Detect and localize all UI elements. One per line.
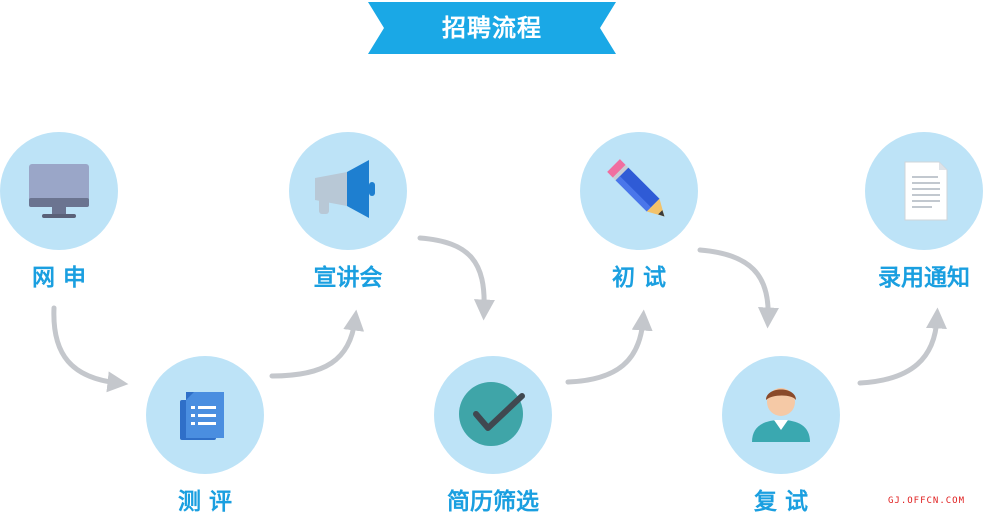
step-label: 宣讲会 bbox=[313, 265, 383, 291]
arrow-seminar-to-screening bbox=[417, 235, 495, 321]
page-title: 招聘流程 bbox=[442, 14, 542, 42]
pencil-icon bbox=[607, 159, 665, 217]
step-first-interview: 初 试 bbox=[580, 132, 698, 291]
step-circle bbox=[146, 356, 264, 474]
step-assessment: 测 评 bbox=[146, 356, 264, 515]
title-banner bbox=[368, 2, 616, 54]
arrow-second-to-offer bbox=[857, 307, 947, 386]
step-circle bbox=[434, 356, 552, 474]
arrow-first-to-second bbox=[697, 247, 779, 329]
step-offer-notice: 录用通知 bbox=[865, 132, 983, 291]
step-circle bbox=[289, 132, 407, 250]
step-circle bbox=[722, 356, 840, 474]
document-icon bbox=[180, 392, 224, 440]
checkmark-icon bbox=[459, 382, 525, 446]
step-resume-screening: 简历筛选 bbox=[434, 356, 552, 515]
megaphone-icon bbox=[315, 160, 375, 218]
step-circle bbox=[0, 132, 118, 250]
step-second-interview: 复 试 bbox=[722, 356, 840, 515]
step-label: 初 试 bbox=[611, 265, 666, 291]
person-icon bbox=[752, 388, 810, 442]
step-label: 网 申 bbox=[31, 265, 86, 291]
arrow-apply-to-assessment bbox=[51, 305, 129, 393]
step-circle bbox=[580, 132, 698, 250]
step-seminar: 宣讲会 bbox=[289, 132, 407, 291]
monitor-icon bbox=[29, 164, 89, 218]
arrow-assessment-to-seminar bbox=[269, 309, 365, 379]
step-online-apply: 网 申 bbox=[0, 132, 118, 291]
arrow-screening-to-first bbox=[565, 309, 653, 385]
watermark: GJ.OFFCN.COM bbox=[888, 496, 966, 506]
step-label: 录用通知 bbox=[878, 265, 970, 291]
step-circle bbox=[865, 132, 983, 250]
paper-icon bbox=[904, 161, 948, 221]
